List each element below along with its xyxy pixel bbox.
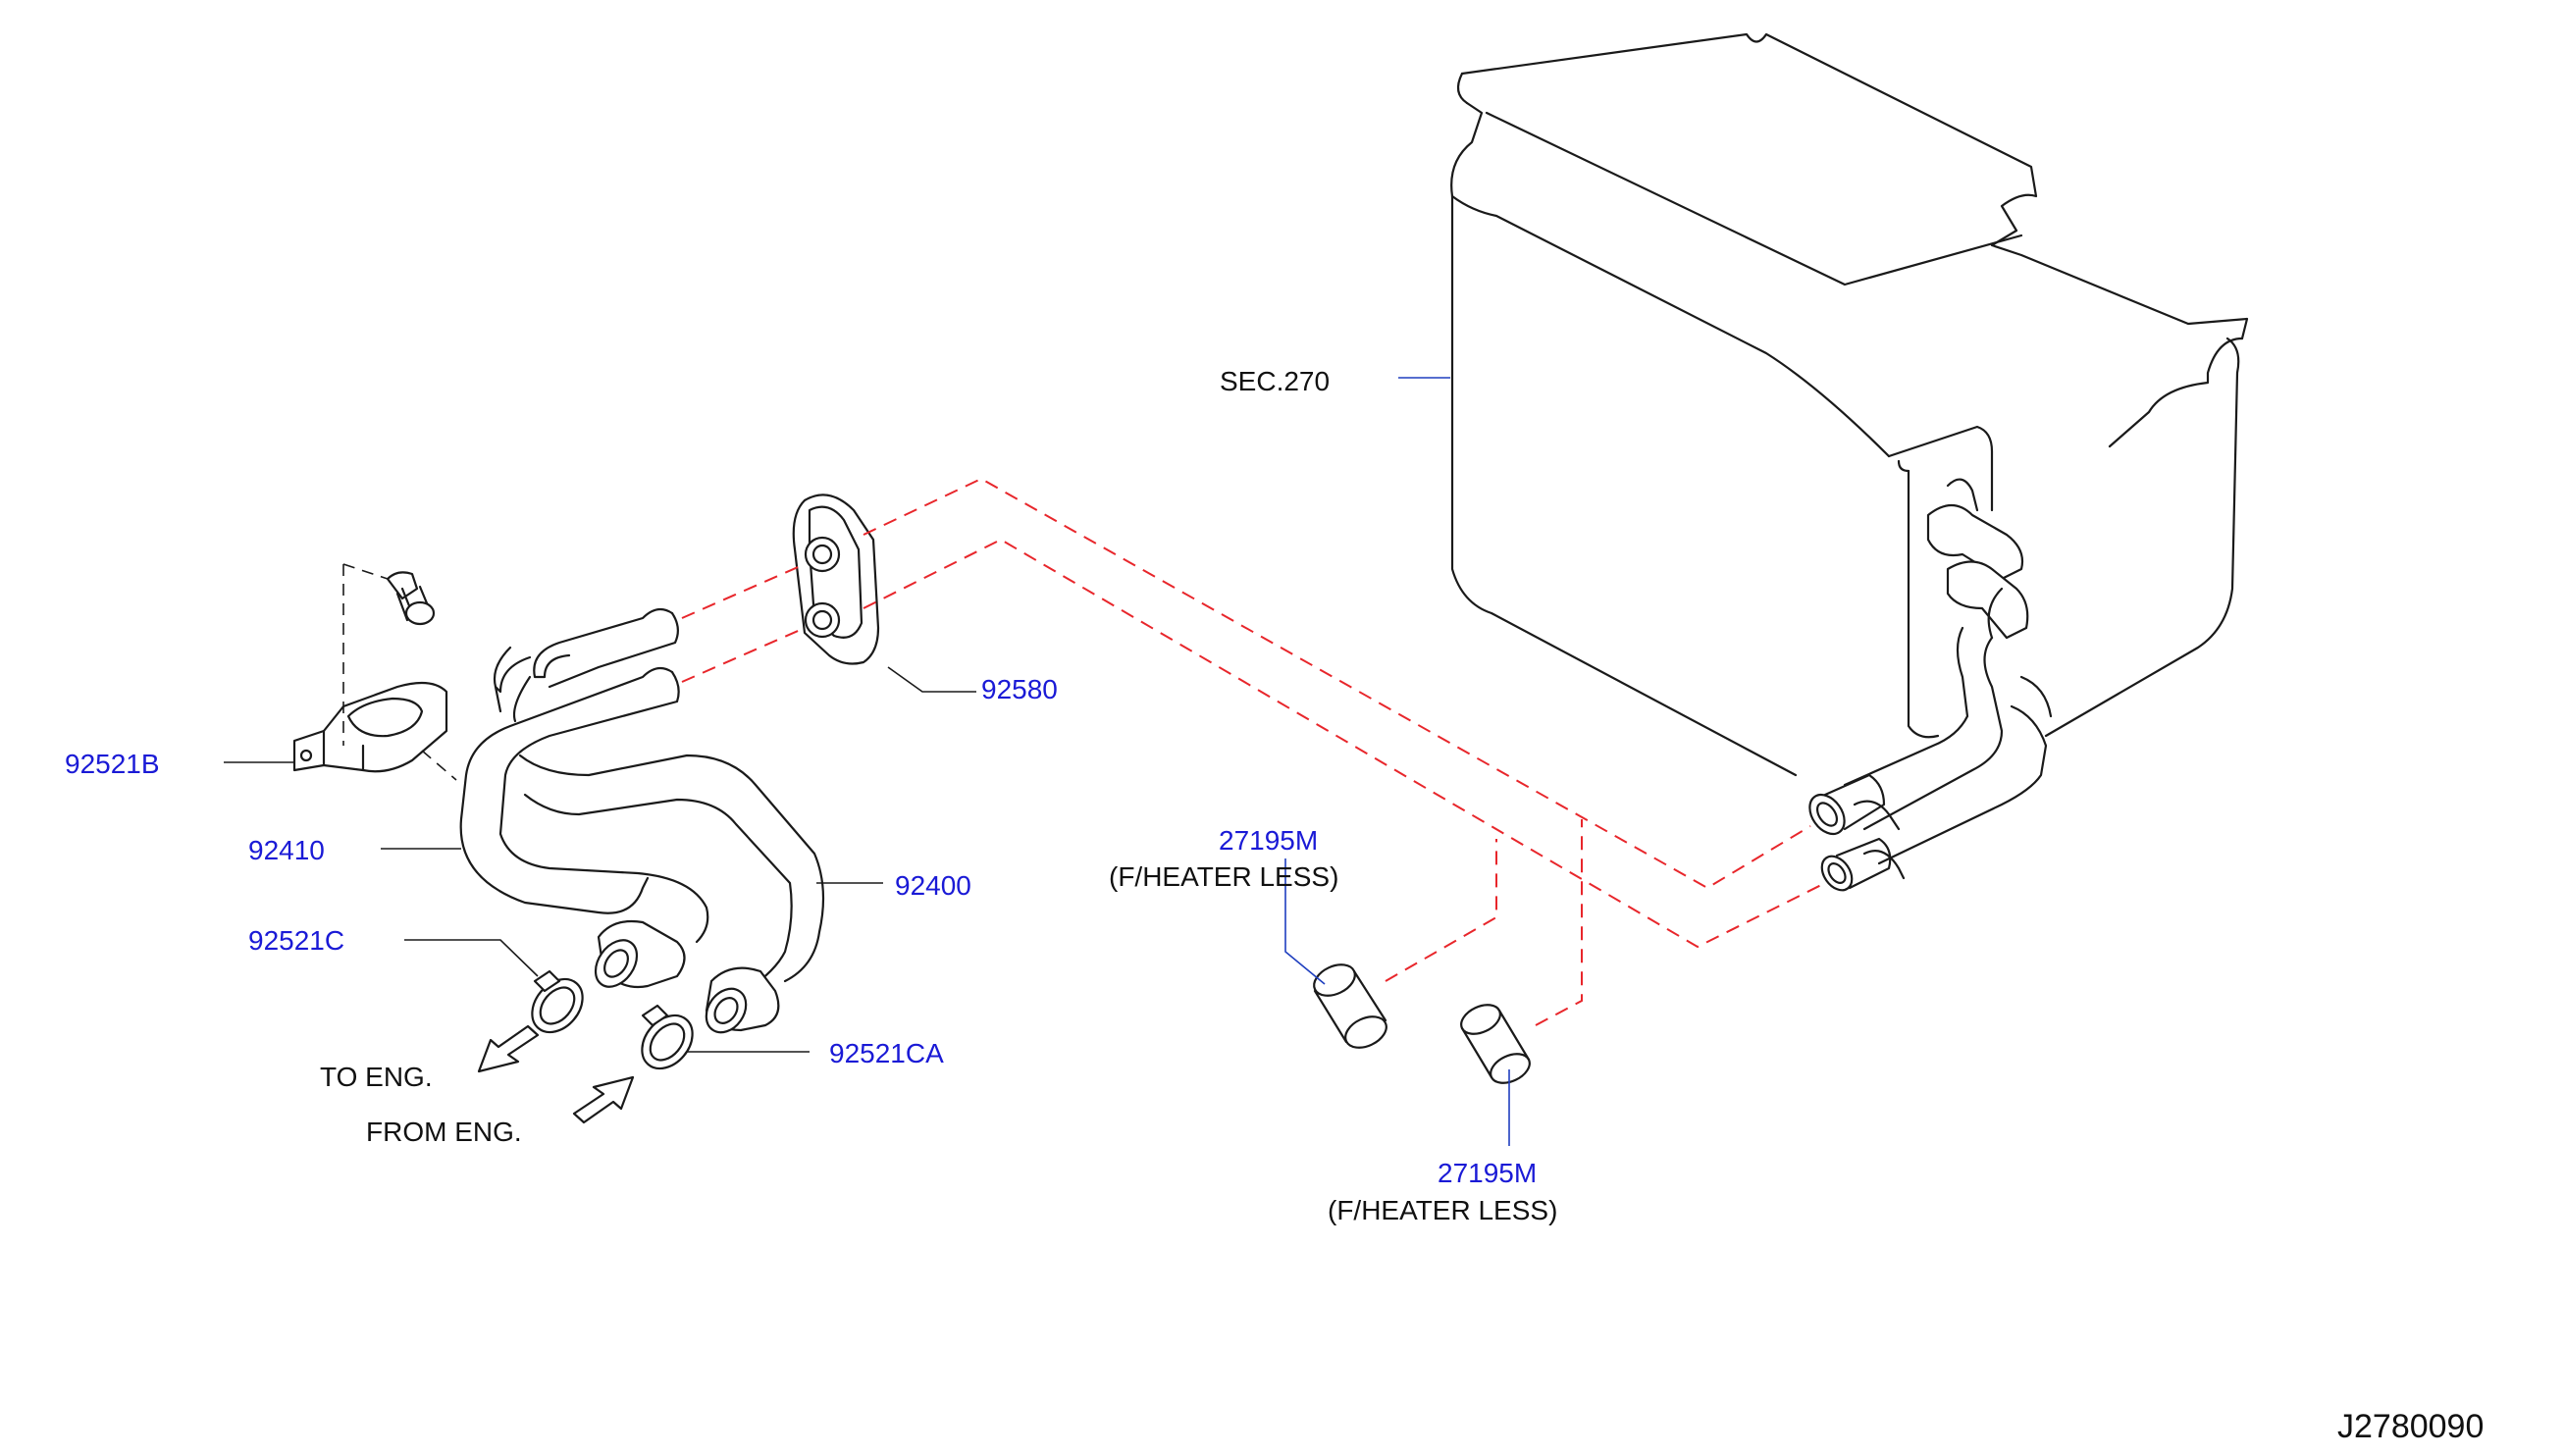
callout-92410: 92410: [248, 835, 325, 865]
note-heater-less-lower: (F/HEATER LESS): [1328, 1195, 1557, 1225]
cap-27195M-a: [1313, 963, 1387, 1049]
bolt-phantom-line: [342, 563, 389, 580]
callout-92400: 92400: [895, 870, 971, 901]
callout-27195M-lower: 27195M: [1438, 1158, 1537, 1188]
cap-27195M-b: [1460, 1004, 1531, 1084]
bracket-phantom-line-b: [421, 750, 457, 781]
callout-92521B: 92521B: [65, 749, 160, 779]
bracket-92521B: [292, 681, 448, 773]
clamp-92521CA: [641, 1004, 694, 1070]
callout-92521C: 92521C: [248, 925, 344, 956]
callout-sec-270: SEC.270: [1220, 366, 1330, 396]
bolt: [386, 571, 436, 626]
heater-unit: [1450, 32, 2249, 892]
from-engine-arrow-icon: [572, 1075, 635, 1124]
note-to-engine: TO ENG.: [320, 1062, 433, 1092]
to-engine-arrow-icon: [477, 1024, 540, 1073]
note-from-engine: FROM ENG.: [366, 1117, 522, 1147]
phantom-routing-lines: [681, 477, 1826, 1026]
clamp-92521C: [531, 969, 584, 1034]
grommet-92580: [792, 494, 880, 665]
note-heater-less-upper: (F/HEATER LESS): [1109, 861, 1338, 892]
hose-92410: [459, 607, 709, 989]
leader-lines: [224, 377, 1510, 1146]
callout-27195M-upper: 27195M: [1219, 825, 1318, 856]
callout-92521CA: 92521CA: [829, 1038, 944, 1068]
hose-92400: [518, 754, 825, 1034]
drawing-number: J2780090: [2337, 1408, 2484, 1445]
callout-92580: 92580: [981, 674, 1058, 704]
